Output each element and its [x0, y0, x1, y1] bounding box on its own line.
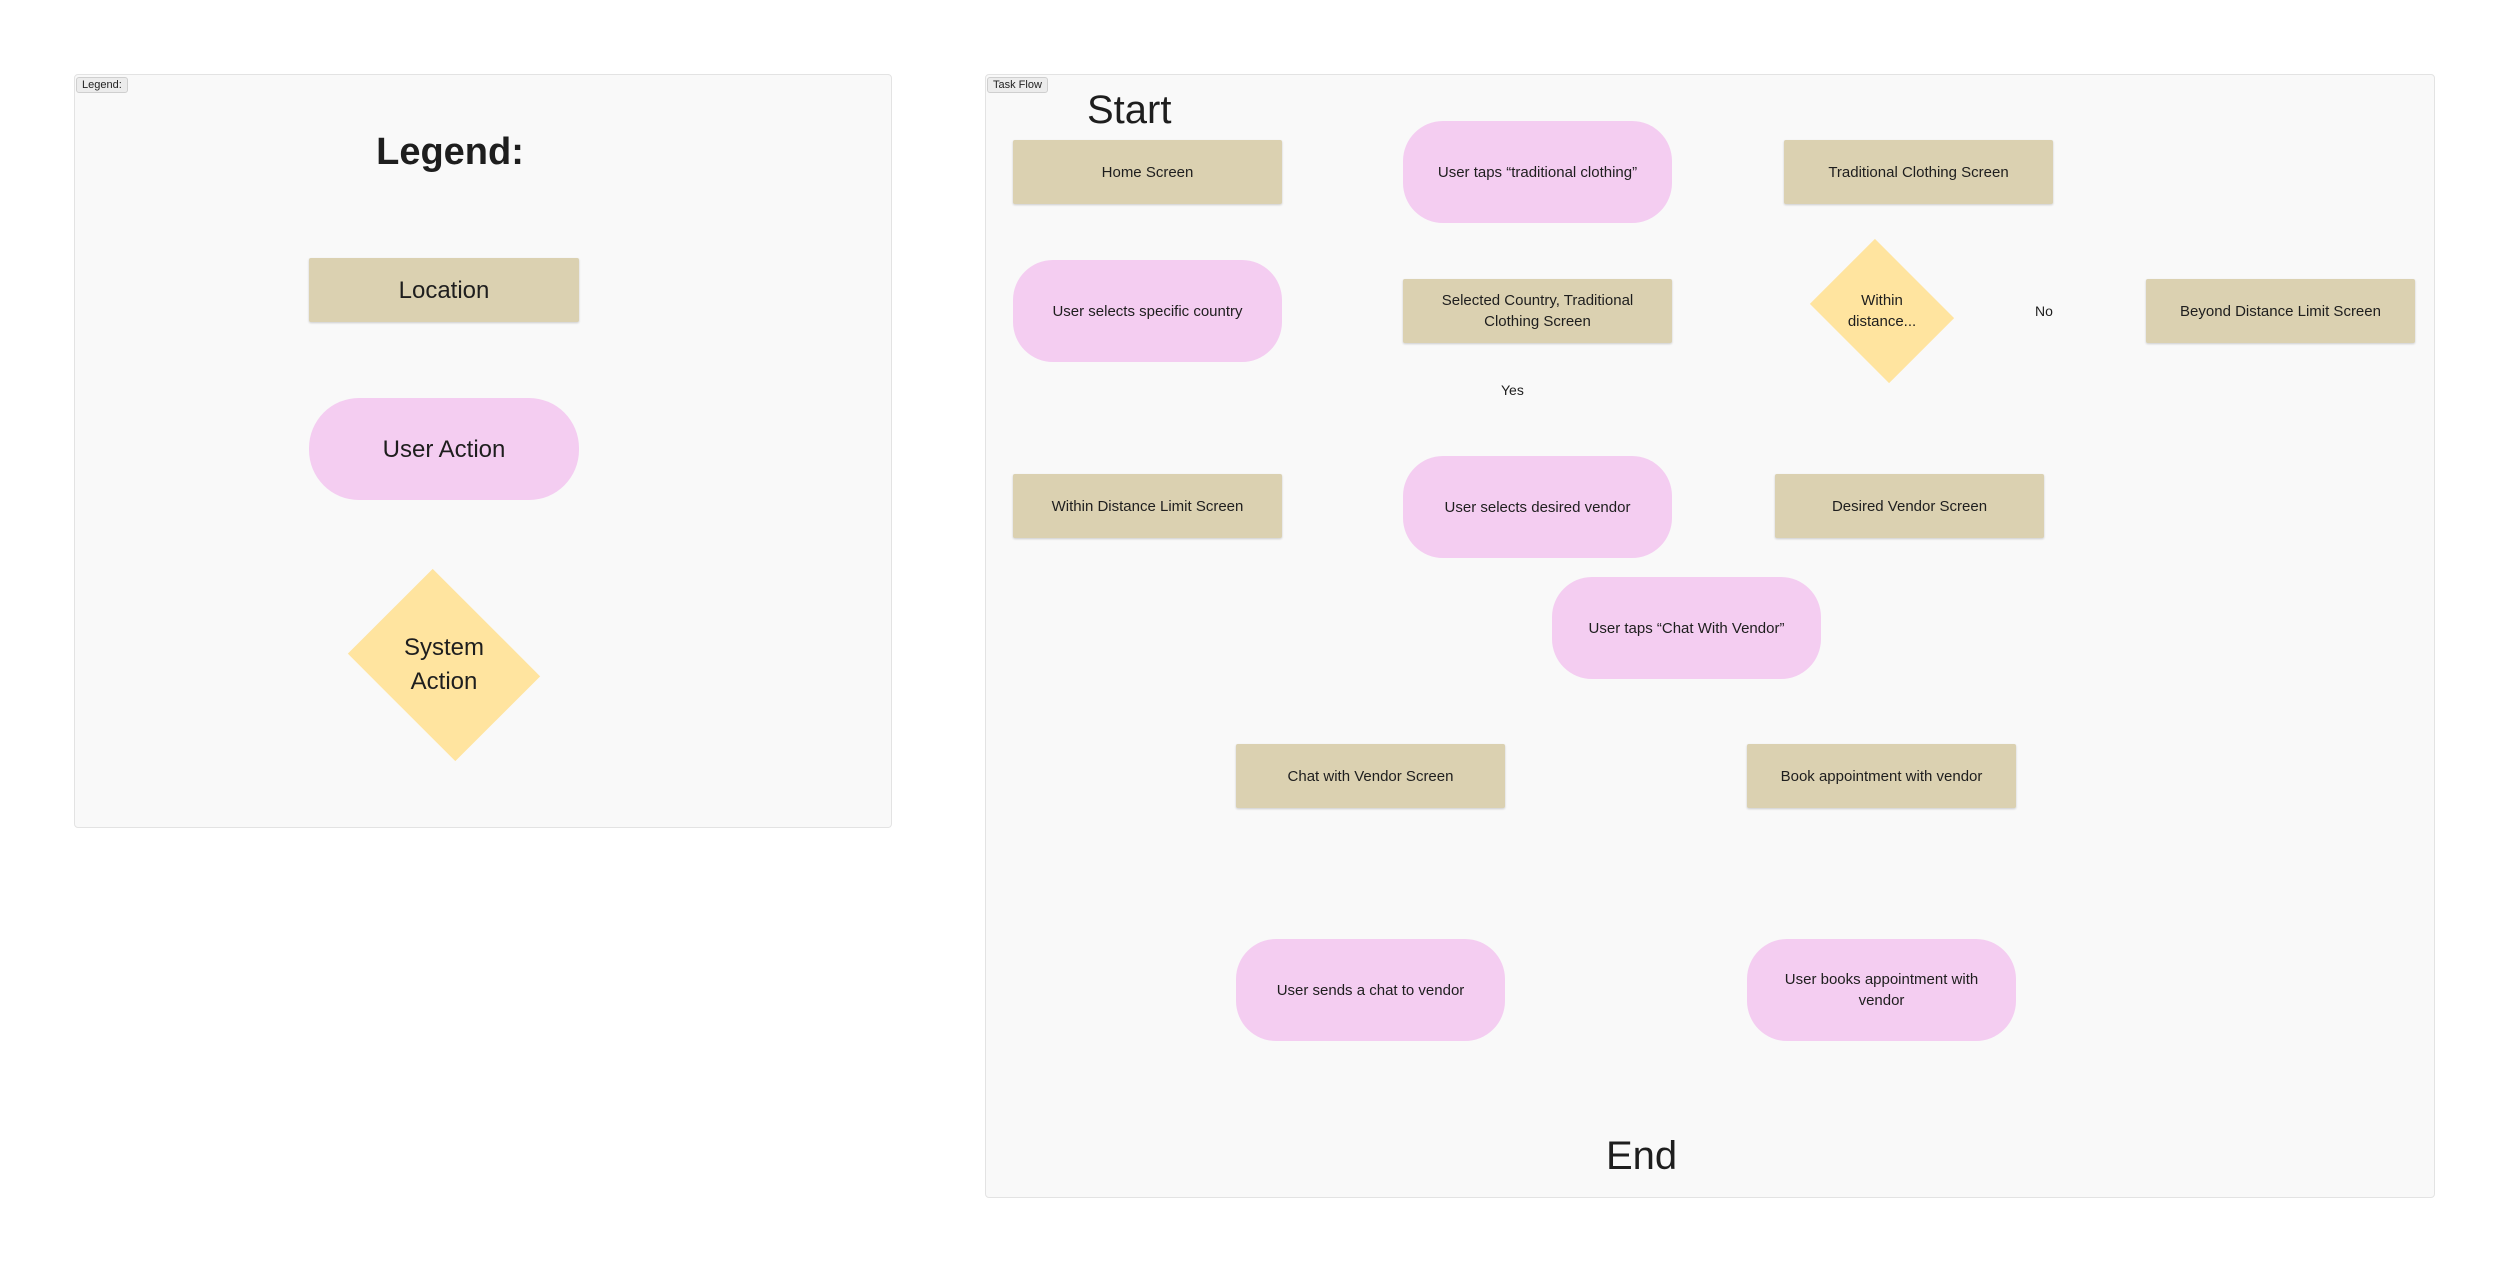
- node-within-distance-decision: Within distance...: [1802, 238, 1962, 384]
- legend-system-action-node: System Action: [336, 568, 552, 762]
- node-selected-country-screen: Selected Country, Traditional Clothing S…: [1403, 279, 1672, 343]
- node-selects-vendor: User selects desired vendor: [1403, 456, 1672, 558]
- end-label: End: [1606, 1134, 1678, 1178]
- node-taps-traditional-clothing: User taps “traditional clothing”: [1403, 121, 1672, 223]
- legend-location-label: Location: [398, 276, 490, 304]
- node-books-appointment: User books appointment with vendor: [1747, 939, 2016, 1041]
- start-label: Start: [1087, 88, 1172, 132]
- node-book-appointment: Book appointment with vendor: [1747, 744, 2016, 808]
- node-home-screen: Home Screen: [1013, 140, 1282, 204]
- node-chat-with-vendor-screen: Chat with Vendor Screen: [1236, 744, 1505, 808]
- node-taps-chat-with-vendor: User taps “Chat With Vendor”: [1552, 577, 1821, 679]
- decision-label: Within distance...: [1847, 292, 1917, 330]
- legend-location-node: Location: [309, 258, 579, 322]
- legend-title: Legend:: [376, 131, 524, 173]
- legend-user-action-label: User Action: [382, 435, 506, 463]
- node-sends-chat: User sends a chat to vendor: [1236, 939, 1505, 1041]
- legend-user-action-node: User Action: [309, 398, 579, 500]
- task-flow-frame-tag[interactable]: Task Flow: [987, 77, 1048, 93]
- legend-frame-tag[interactable]: Legend:: [76, 77, 128, 93]
- node-within-distance-screen: Within Distance Limit Screen: [1013, 474, 1282, 538]
- legend-system-action-label: System Action: [403, 634, 484, 695]
- node-desired-vendor-screen: Desired Vendor Screen: [1775, 474, 2044, 538]
- edge-label-yes: Yes: [1491, 381, 1534, 399]
- node-beyond-distance-screen: Beyond Distance Limit Screen: [2146, 279, 2415, 343]
- node-traditional-clothing-screen: Traditional Clothing Screen: [1784, 140, 2053, 204]
- edge-label-no: No: [2025, 302, 2063, 320]
- node-selects-country: User selects specific country: [1013, 260, 1282, 362]
